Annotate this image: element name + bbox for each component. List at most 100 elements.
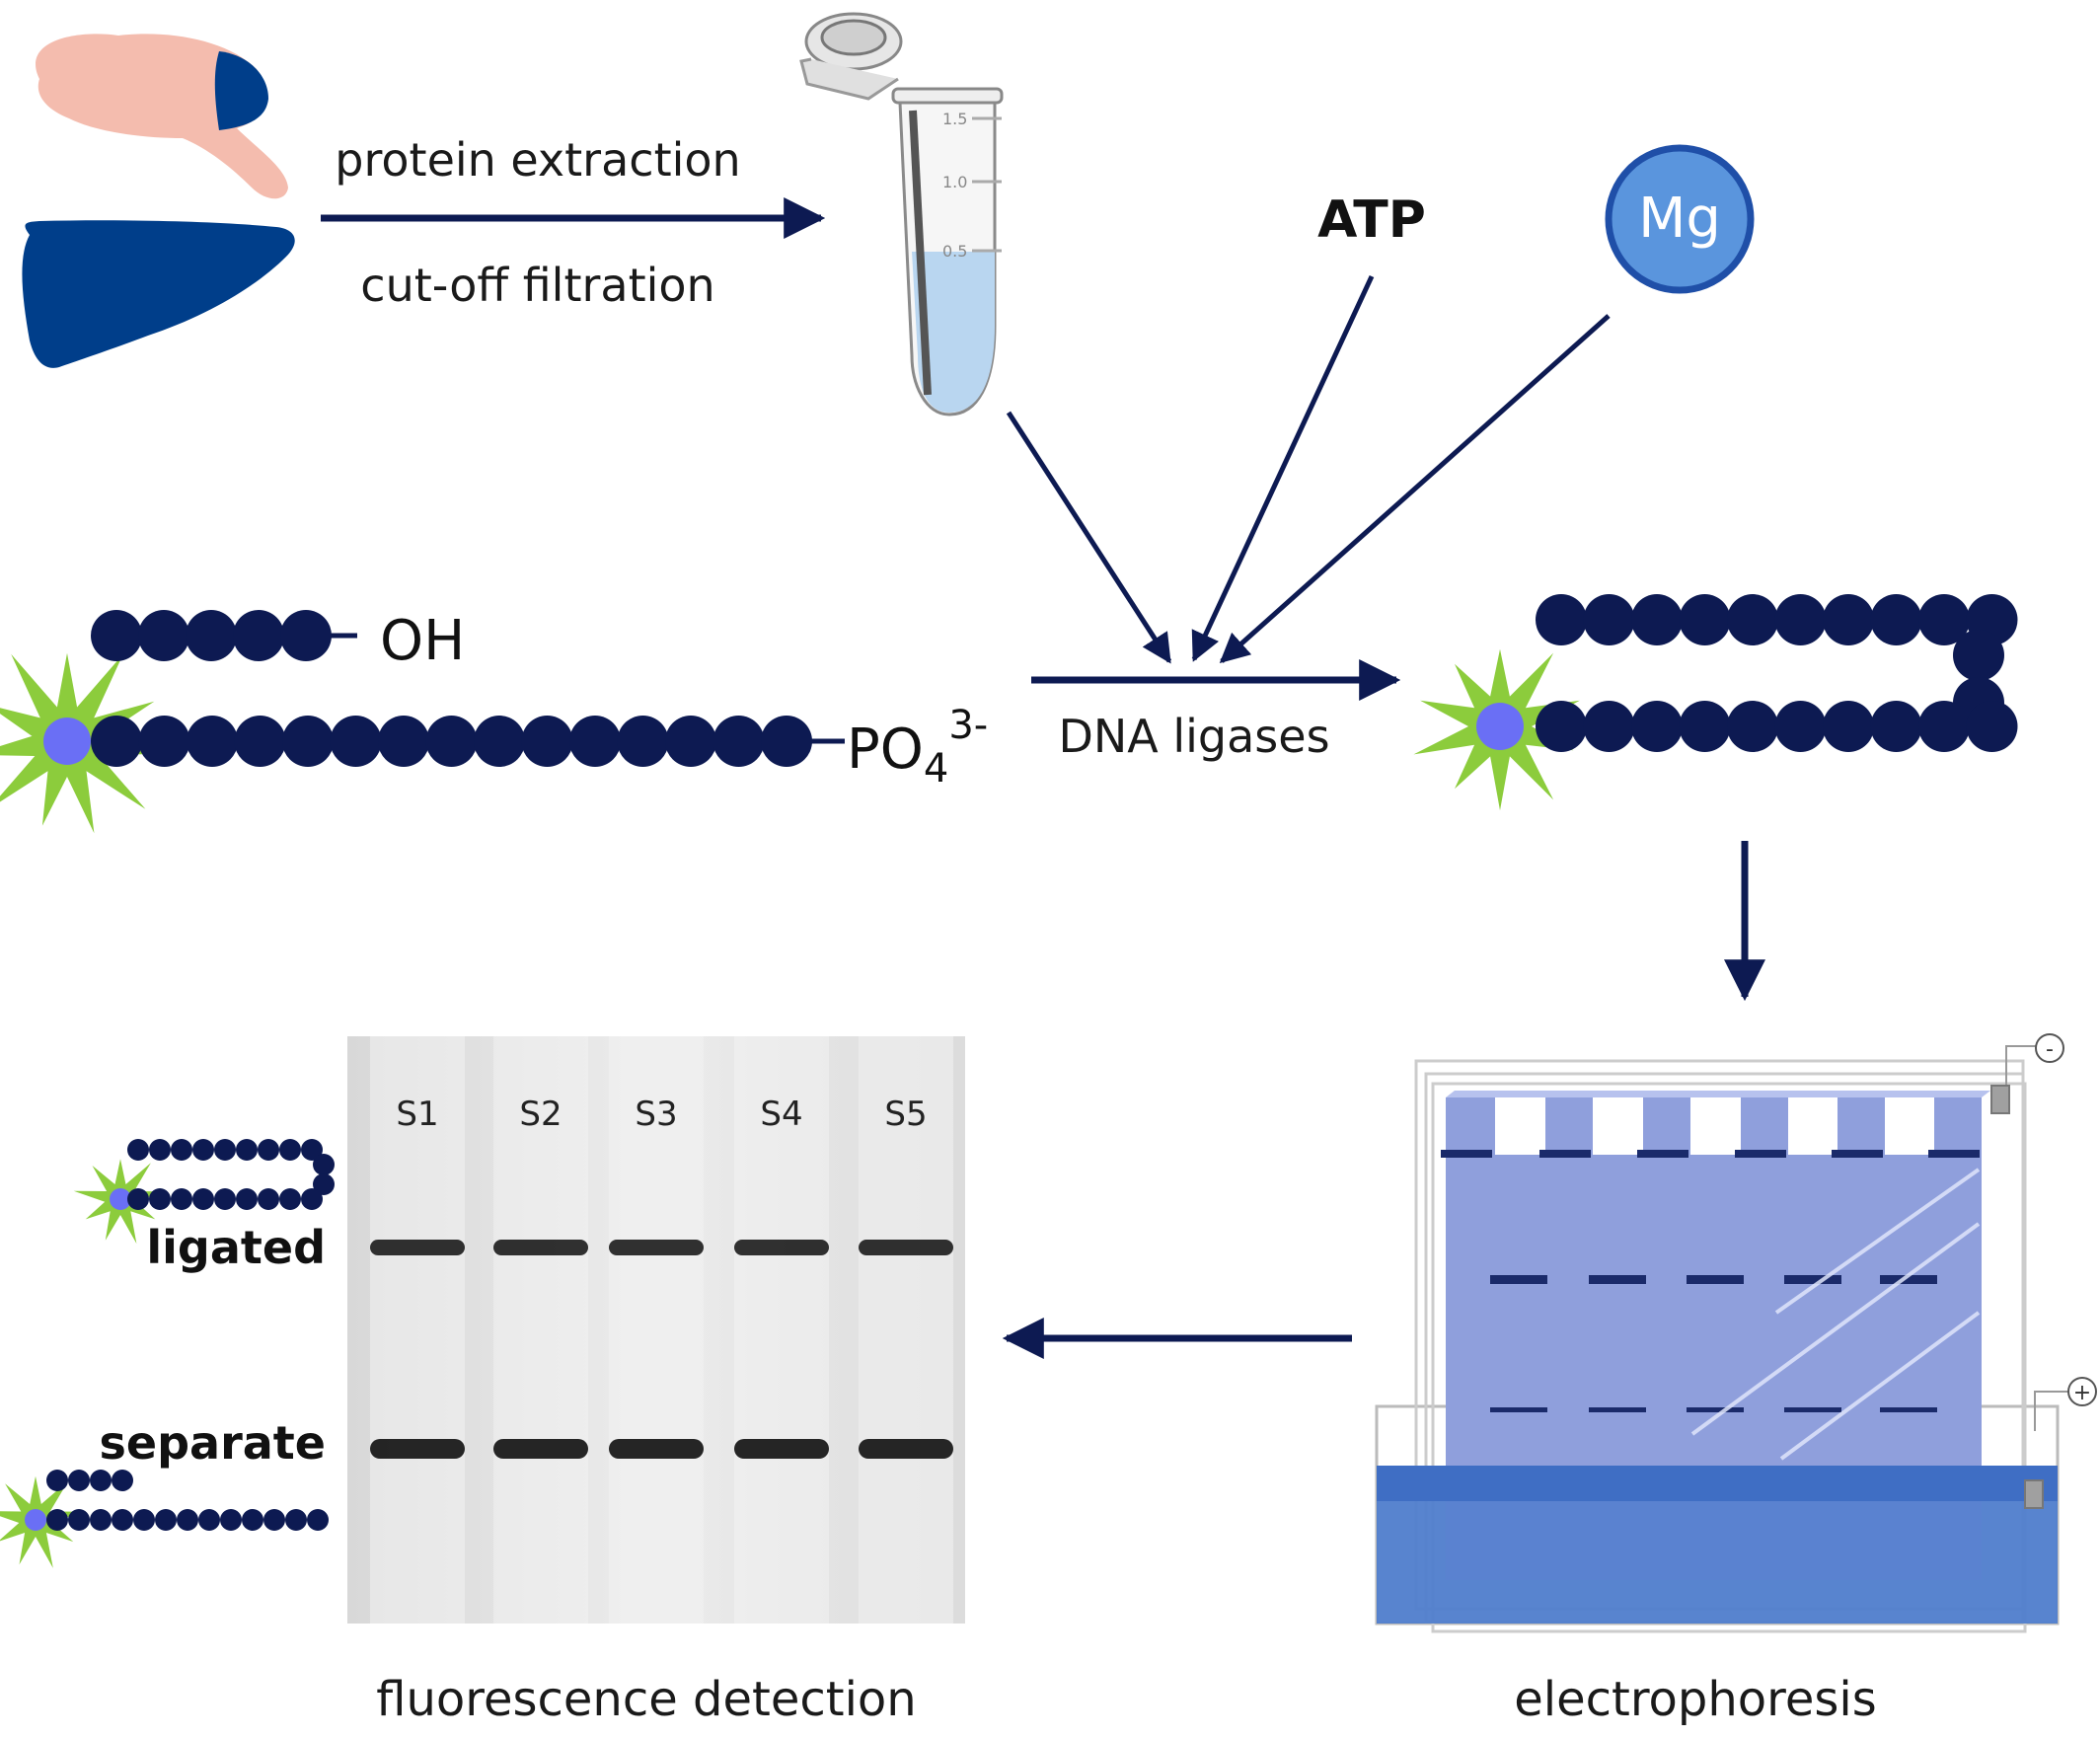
nucleotide-bead	[68, 1470, 90, 1491]
nucleotide-bead	[301, 1188, 323, 1210]
nucleotide-bead	[187, 716, 238, 767]
buffer-surface	[1377, 1466, 2058, 1501]
ligated-band	[1687, 1275, 1744, 1284]
well-band	[1539, 1150, 1591, 1158]
gel-lane	[859, 1036, 953, 1624]
nucleotide-bead	[127, 1188, 149, 1210]
fluorescence-detection-label: fluorescence detection	[376, 1672, 916, 1727]
gel-lane	[370, 1036, 465, 1624]
nucleotide-bead	[282, 716, 334, 767]
nucleotide-bead	[236, 1188, 258, 1210]
dna-long-strand	[91, 716, 812, 767]
positive-electrode	[2024, 1479, 2044, 1509]
nucleotide-bead	[127, 1139, 149, 1161]
electrophoresis-label: electrophoresis	[1514, 1672, 1876, 1727]
atp-label: ATP	[1317, 190, 1426, 250]
nucleotide-bead	[1679, 701, 1731, 752]
mg-ion-icon: Mg	[1605, 144, 1755, 294]
phosphate-po: PO	[847, 718, 924, 782]
nucleotide-bead	[133, 1509, 155, 1531]
separate-gel-band	[734, 1439, 829, 1459]
nucleotide-bead	[474, 716, 525, 767]
nucleotide-bead	[313, 1154, 335, 1175]
nucleotide-bead	[149, 1188, 171, 1210]
ligated-band	[1880, 1275, 1937, 1284]
nucleotide-bead	[138, 610, 189, 661]
dna-short-strand	[91, 610, 332, 661]
separate-gel-band	[493, 1439, 588, 1459]
nucleotide-bead	[1774, 701, 1827, 752]
separate-label: separate	[100, 1416, 326, 1470]
nucleotide-bead	[236, 1139, 258, 1161]
tube-mark-1.0: 1.0	[942, 173, 967, 191]
gel-lane-streaks	[370, 1036, 953, 1624]
gel-slab	[1446, 1097, 1982, 1579]
dna-ligases-label: DNA ligases	[1058, 710, 1329, 763]
ligated-band	[1784, 1275, 1841, 1284]
separate-gel-band	[370, 1439, 465, 1459]
ligated-gel-band	[609, 1240, 704, 1255]
well-band	[1928, 1150, 1980, 1158]
nucleotide-bead	[242, 1509, 263, 1531]
mg-to-reaction-arrow	[1219, 314, 1611, 663]
gel-lane-label-3: S3	[635, 1095, 677, 1134]
dna-ligated-product	[1413, 594, 2018, 811]
nucleotide-bead	[301, 1139, 323, 1161]
ligated-band	[1490, 1275, 1547, 1284]
nucleotide-bead	[68, 1509, 90, 1531]
nucleotide-bead	[307, 1509, 329, 1531]
nucleotide-bead	[177, 1509, 198, 1531]
tube-to-reaction-arrow	[1006, 411, 1172, 664]
positive-terminal-icon	[2067, 1377, 2097, 1406]
well-band	[1637, 1150, 1688, 1158]
nucleotide-bead	[149, 1139, 171, 1161]
nucleotide-bead	[171, 1139, 192, 1161]
separate-band	[1784, 1407, 1841, 1412]
negative-terminal-icon	[2035, 1033, 2064, 1063]
nucleotide-bead	[569, 716, 621, 767]
tube-scale: 1.5 1.0 0.5	[942, 110, 1002, 261]
ligated-band	[1589, 1275, 1646, 1284]
gel-bands	[1490, 1275, 1937, 1412]
nucleotide-bead	[91, 716, 142, 767]
nucleotide-bead	[214, 1188, 236, 1210]
oh-label: OH	[380, 609, 465, 673]
nucleotide-bead	[112, 1509, 133, 1531]
fluorophore-icon	[0, 652, 155, 834]
nucleotide-bead	[1823, 594, 1874, 645]
nucleotide-bead	[1870, 701, 1922, 752]
cutoff-filtration-label: cut-off filtration	[360, 259, 714, 312]
nucleotide-bead	[1774, 594, 1827, 645]
nucleotide-bead	[220, 1509, 242, 1531]
nucleotide-bead	[330, 716, 382, 767]
nucleotide-bead	[1918, 701, 1970, 752]
nucleotide-bead	[1679, 594, 1731, 645]
nucleotide-bead	[1953, 630, 2004, 681]
nucleotide-bead	[258, 1139, 279, 1161]
nucleotide-bead	[46, 1509, 68, 1531]
nucleotide-bead	[233, 610, 284, 661]
nucleotide-bead	[186, 610, 237, 661]
nucleotide-bead	[665, 716, 716, 767]
ligated-gel-band	[493, 1240, 588, 1255]
gel-lane-label-2: S2	[519, 1095, 562, 1134]
nucleotide-bead	[192, 1139, 214, 1161]
separate-band	[1687, 1407, 1744, 1412]
nucleotide-bead	[1583, 594, 1635, 645]
gel-lane-label-1: S1	[396, 1095, 438, 1134]
nucleotide-bead	[617, 716, 669, 767]
nucleotide-bead	[1823, 701, 1874, 752]
gel-lane	[609, 1036, 704, 1624]
dna-substrate: OH PO43-	[0, 609, 988, 834]
nucleotide-bead	[192, 1188, 214, 1210]
nucleotide-bead	[214, 1139, 236, 1161]
protein-extraction-label: protein extraction	[335, 133, 740, 187]
nucleotide-bead	[280, 610, 332, 661]
nucleotide-bead	[138, 716, 190, 767]
fluorophore-icon	[1413, 648, 1580, 811]
nucleotide-bead	[1631, 594, 1683, 645]
gel-image-bands	[370, 1240, 953, 1459]
nucleotide-bead	[112, 1470, 133, 1491]
nucleotide-bead	[1966, 701, 2018, 752]
